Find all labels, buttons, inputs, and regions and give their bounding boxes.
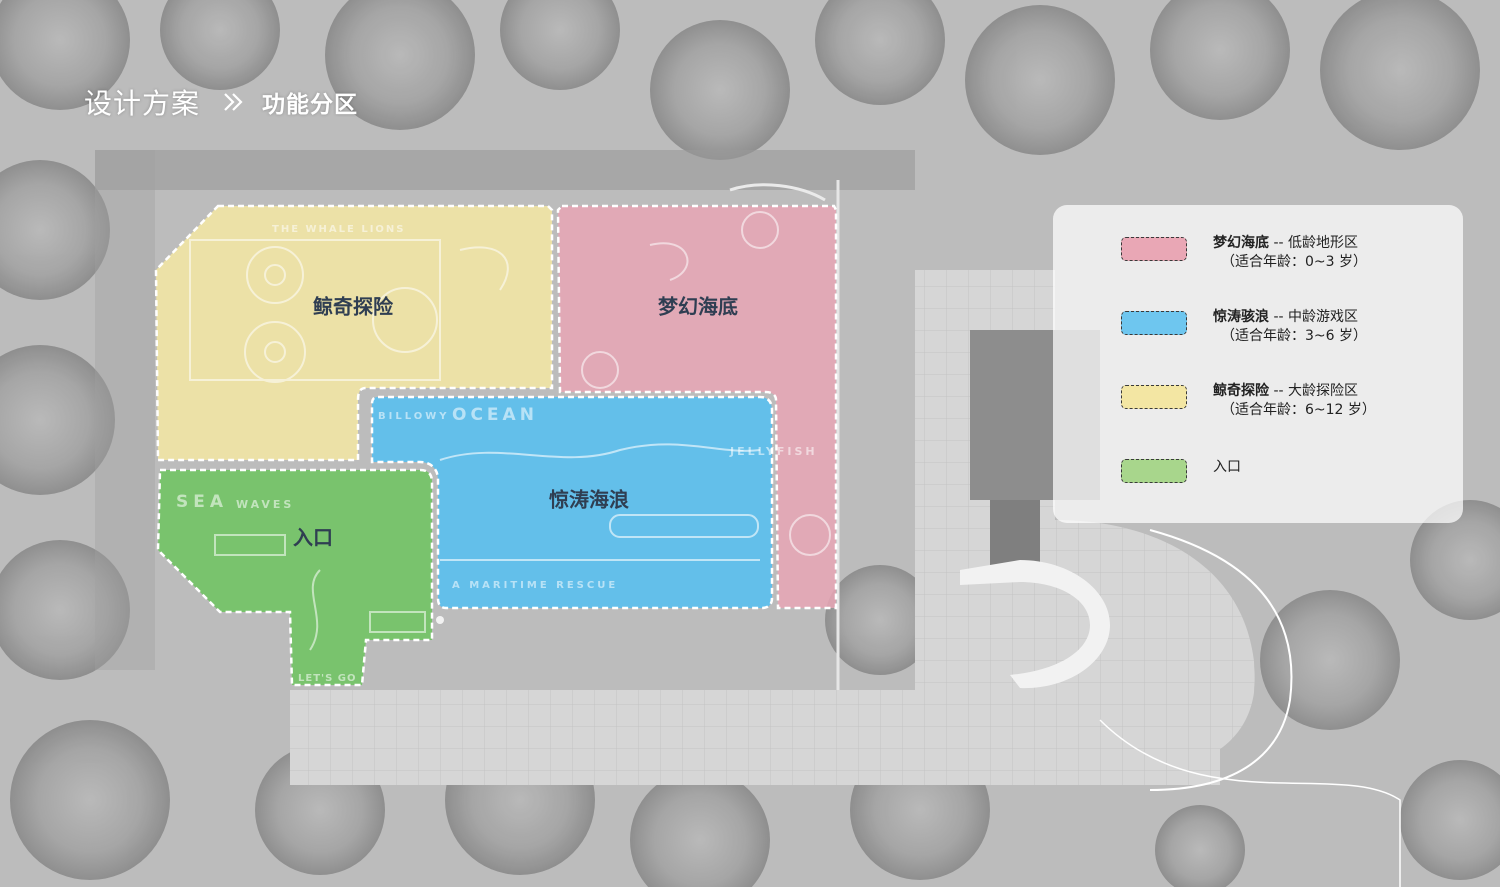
legend-swatch [1121,237,1187,261]
zone-dream-underwater[interactable] [556,204,838,610]
legend-swatch [1121,459,1187,483]
page-title: 设计方案 [84,87,201,120]
legend-desc: -- 中龄游戏区 [1269,309,1359,325]
wave-zone-equipment [439,443,761,561]
paved-areas [290,180,1401,887]
legend-desc: -- 大龄探险区 [1269,383,1359,399]
zone-entrance[interactable] [156,468,434,687]
map-text-billowy: BILLOWY [378,411,450,422]
legend-sub: （适合年龄：0~3 岁） [1221,254,1367,270]
map-text-waves: WAVES [236,498,294,511]
legend-swatch [1121,311,1187,335]
legend-desc: -- 低龄地形区 [1269,235,1359,251]
map-text-ocean: OCEAN [452,405,538,425]
zone-stormy-waves[interactable] [370,395,774,610]
map-text-whale-lions: THE WHALE LIONS [272,224,406,235]
page-subtitle: 功能分区 [262,92,359,118]
zone-whale-adventure[interactable] [154,204,554,462]
zone-label-entry: 入口 [293,525,333,550]
legend-sub: （适合年龄：6~12 岁） [1221,402,1376,418]
map-text-maritime: A MARITIME RESCUE [452,580,618,591]
double-chevron-right-icon [222,91,244,113]
page-header: 设计方案 功能分区 [84,80,358,124]
map-text-lets-go: LET'S GO [298,673,356,684]
legend-name: 鲸奇探险 [1213,383,1269,399]
zone-label-wave: 惊涛海浪 [549,487,629,512]
legend-panel: 梦幻海底 -- 低龄地形区 （适合年龄：0~3 岁） 惊涛骇浪 -- 中龄游戏区… [1053,205,1463,523]
legend-name: 梦幻海底 [1213,235,1269,251]
legend-name: 惊涛骇浪 [1213,309,1269,325]
dream-zone-equipment [581,211,831,556]
entrance-equipment [214,534,426,651]
legend-name-plain: 入口 [1213,459,1241,475]
map-text-sea: SEA [176,492,228,512]
zone-label-whale: 鲸奇探险 [313,294,393,319]
zone-label-dream: 梦幻海底 [658,294,738,319]
legend-sub: （适合年龄：3~6 岁） [1221,328,1367,344]
legend-swatch [1121,385,1187,409]
map-text-jellyfish: JELLYFISH [729,445,818,458]
whale-zone-equipment [189,239,509,383]
